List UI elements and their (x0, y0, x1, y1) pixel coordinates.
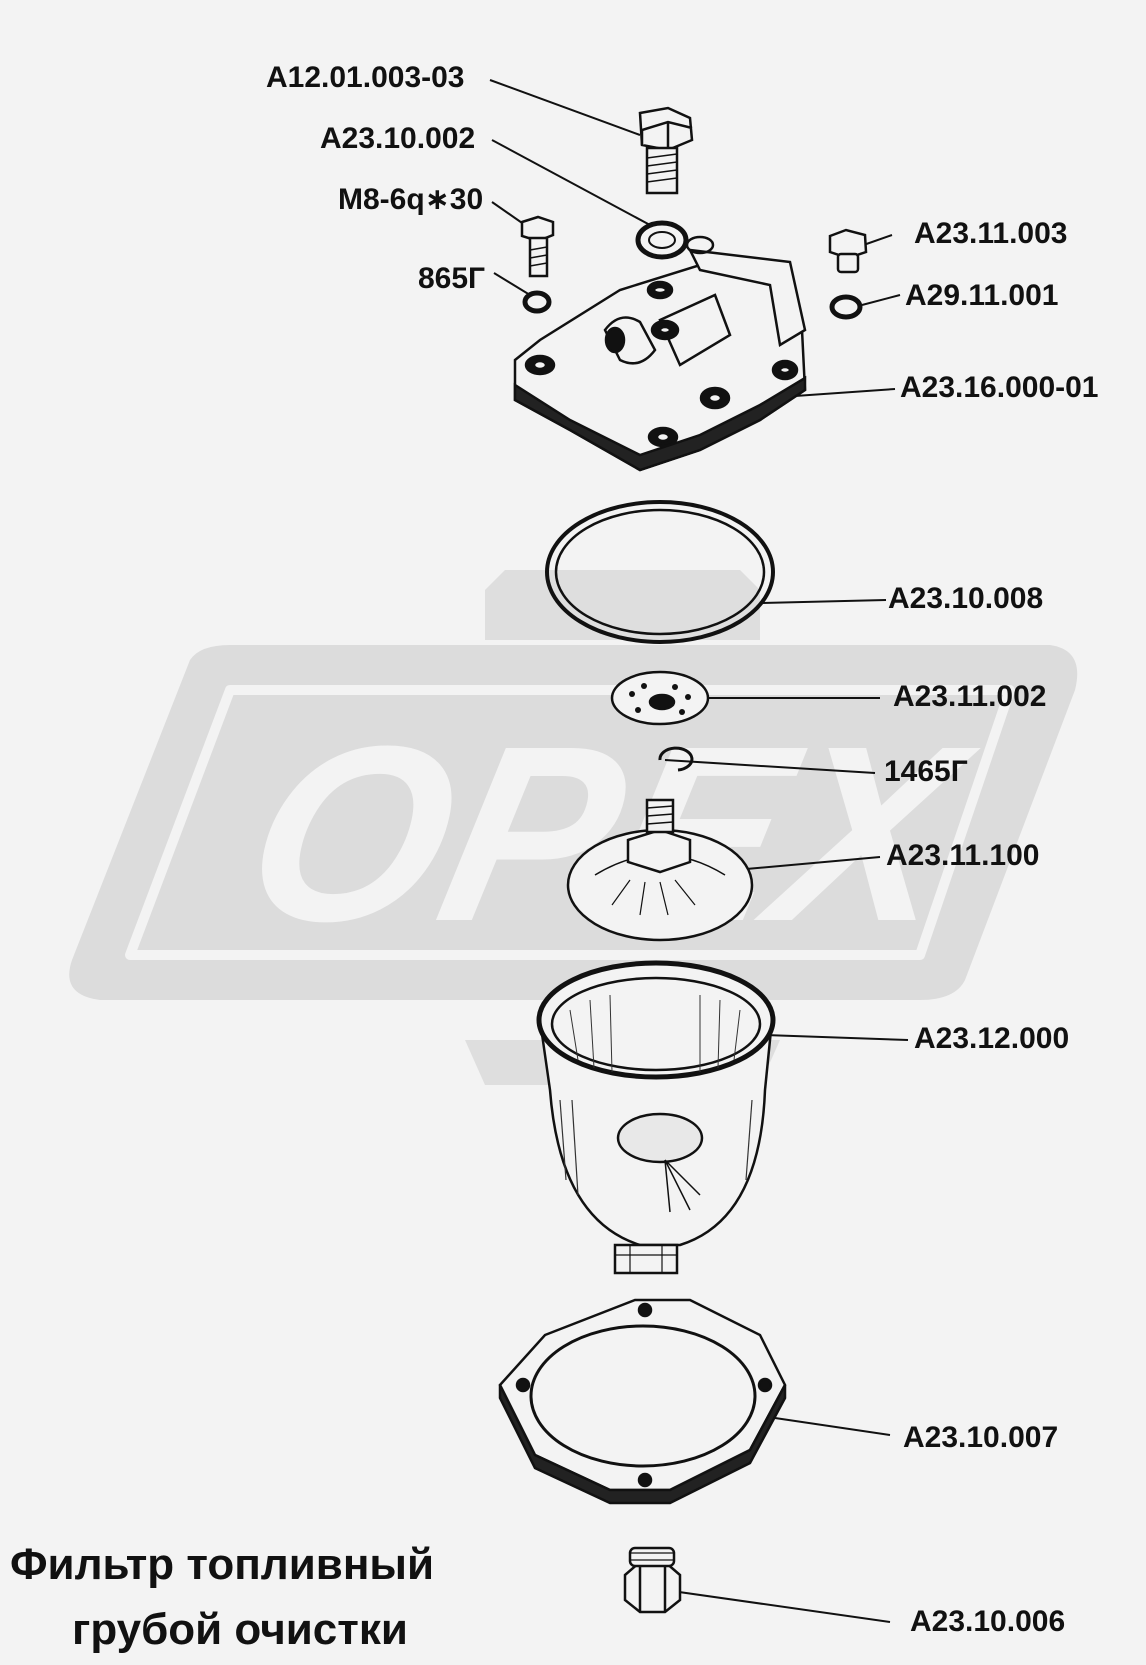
label-housing: А23.16.000-01 (900, 371, 1099, 404)
label-washer-small: 865Г (418, 262, 486, 295)
drain-plug-part (623, 1546, 682, 1614)
caption-line-2: грубой очистки (72, 1605, 408, 1654)
distributor-disc-part (610, 670, 710, 726)
label-plug-right: А23.11.003 (914, 217, 1068, 250)
plug-right-part (828, 228, 868, 274)
reflector-part (566, 798, 754, 942)
watermark-logo: OPEX (69, 570, 1078, 1085)
bolt-small-part (520, 215, 555, 278)
label-distributor-disc: А23.11.002 (893, 680, 1047, 713)
label-bolt-small: М8-6q∗30 (338, 183, 484, 216)
spring-ring-part (658, 746, 694, 772)
gasket-ring-part (545, 500, 775, 644)
label-flange-ring: А23.10.007 (903, 1421, 1059, 1454)
washer-right-part (829, 294, 863, 320)
label-reflector: А23.11.100 (886, 839, 1040, 872)
washer-small-part (522, 290, 552, 314)
bolt-top-part (638, 106, 694, 195)
label-bolt-top: А12.01.003-03 (266, 61, 465, 94)
washer-top-part (635, 220, 689, 260)
label-spring-ring: 1465Г (884, 755, 968, 788)
caption-line-1: Фильтр топливный (10, 1540, 435, 1589)
housing-part (513, 235, 807, 472)
bowl-part (536, 960, 776, 1275)
label-washer-top: А23.10.002 (320, 122, 476, 155)
flange-ring-part (498, 1298, 787, 1505)
label-bowl: А23.12.000 (914, 1022, 1070, 1055)
label-washer-right: А29.11.001 (905, 279, 1059, 312)
label-gasket-ring: А23.10.008 (888, 582, 1044, 615)
label-drain-plug: А23.10.006 (910, 1605, 1066, 1638)
